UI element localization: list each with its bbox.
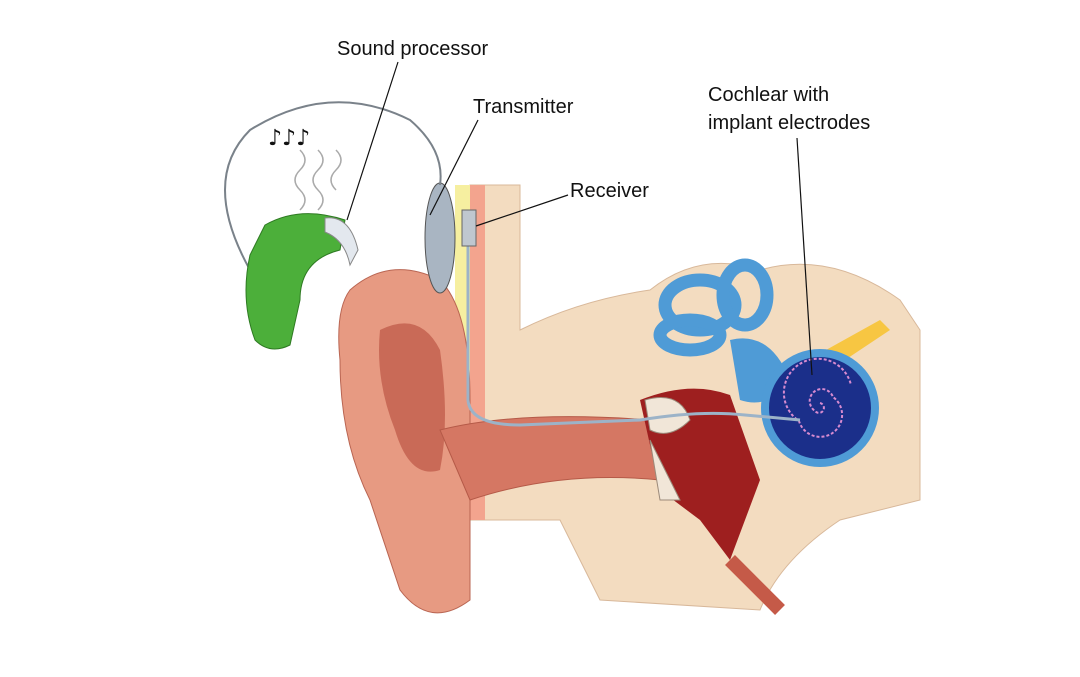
- electrode-lead: [466, 230, 801, 427]
- label-receiver: Receiver: [570, 180, 649, 202]
- sound-waves: [294, 149, 342, 211]
- leader-transmitter: [429, 119, 479, 216]
- transmitter-coil: [424, 182, 456, 294]
- leader-receiver: [475, 194, 569, 227]
- label-transmitter: Transmitter: [473, 96, 574, 118]
- processor-cable: [224, 101, 442, 271]
- processor-earhook: [324, 217, 359, 267]
- sound-processor: [245, 213, 346, 350]
- leader-cochlear: [796, 137, 813, 376]
- ossicles: [644, 397, 691, 501]
- leader-sound-processor: [346, 61, 399, 221]
- label-cochlear-line2: implant electrodes: [708, 112, 871, 134]
- cochlea: [761, 349, 879, 467]
- label-cochlear-line1: Cochlear with: [708, 84, 830, 106]
- implant-electrode-array: [782, 357, 852, 438]
- label-sound-processor: Sound processor: [337, 38, 489, 60]
- ear-concha: [379, 323, 445, 472]
- music-notes-icon: ♪♪♪: [268, 126, 310, 151]
- eustachian-tube: [725, 555, 785, 615]
- receiver-implant: [461, 209, 477, 247]
- semicircular-canals: [653, 258, 774, 357]
